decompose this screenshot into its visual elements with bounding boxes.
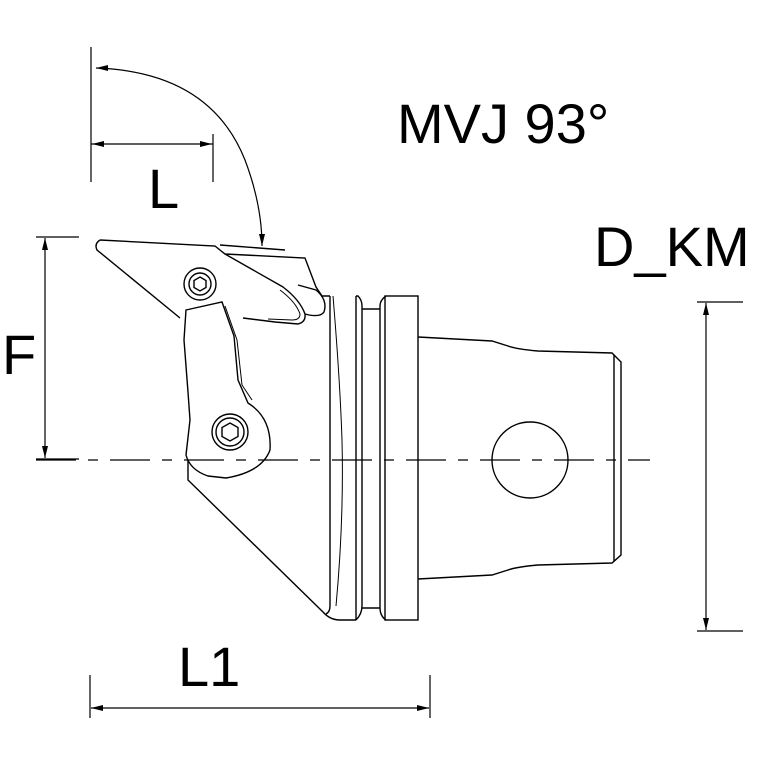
- angle-dimension: [90, 47, 265, 247]
- dimension-label-d-km: D_KM: [594, 215, 750, 278]
- clamp-lever: [183, 301, 271, 479]
- dimension-label-f: F: [2, 323, 36, 386]
- holder-head: [95, 239, 357, 621]
- dimension-label-l: L: [148, 157, 179, 220]
- dimension-l: [91, 134, 214, 182]
- tool-designation-title: MVJ 93°: [397, 92, 609, 155]
- flange: [355, 295, 419, 621]
- lower-clamp-screw: [211, 413, 249, 451]
- arrow-icon: [96, 65, 108, 71]
- dimension-f: [36, 236, 79, 460]
- km-shank: [417, 336, 622, 580]
- upper-clamp-screw: [183, 267, 217, 301]
- dimension-d-km: [697, 301, 743, 632]
- dimension-l1: [89, 675, 431, 718]
- coupling-hole: [491, 421, 569, 499]
- dimension-label-l1: L1: [178, 635, 240, 698]
- arrow-icon: [259, 234, 265, 246]
